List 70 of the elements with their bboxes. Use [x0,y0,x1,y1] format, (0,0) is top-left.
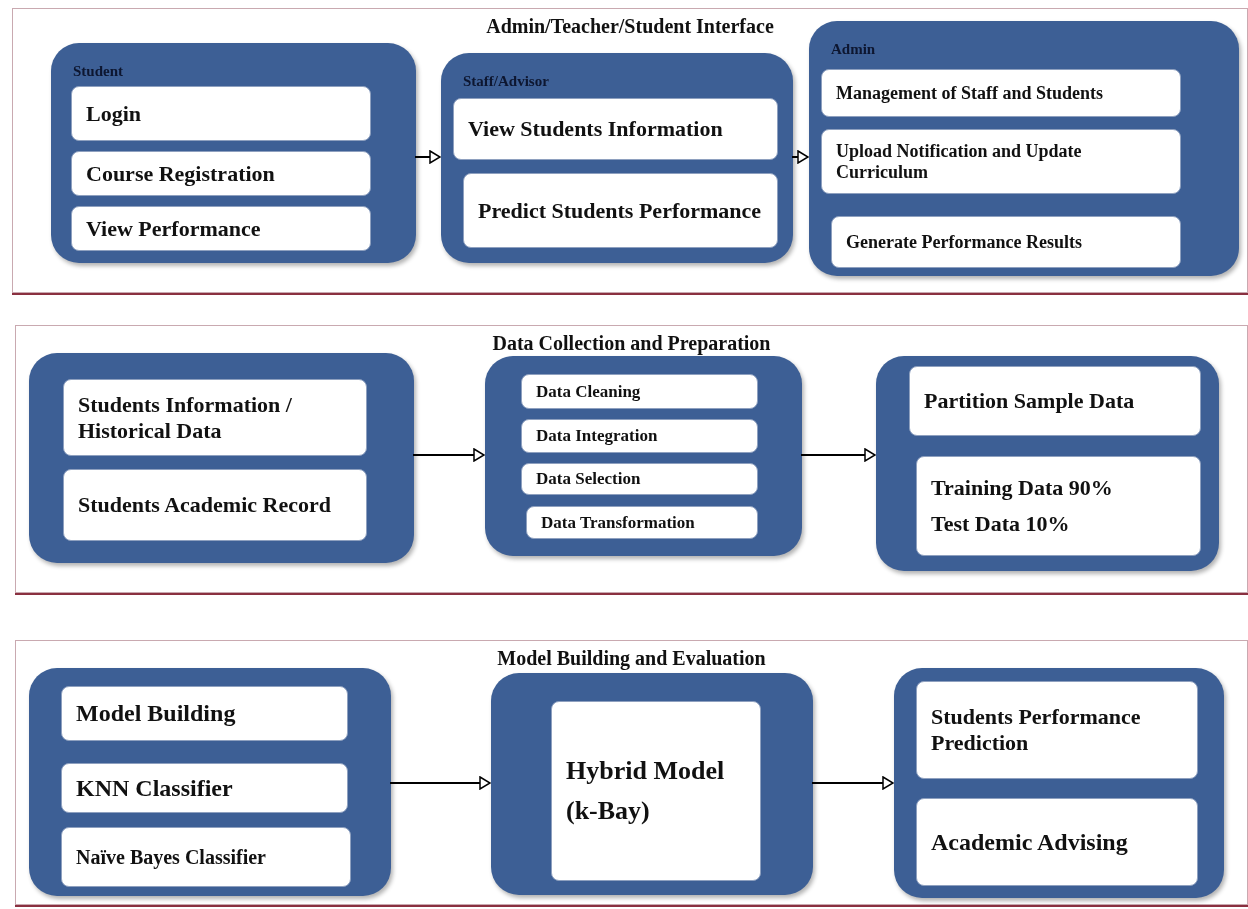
group-title: Admin [831,41,876,58]
box-text: Upload Notification and Update Curriculum [836,140,1083,183]
process-box [71,86,371,141]
arrow [412,448,485,462]
group-title: Student [73,63,124,80]
process-box [453,98,778,160]
box-text: Login [86,100,143,127]
section-panel [15,325,1248,593]
box-text: Students Information / Historical Data [78,391,293,444]
process-box [821,129,1181,194]
box-text: Students Academic Record [78,492,332,518]
box-text: Course Registration [86,160,276,187]
process-box [821,69,1181,117]
process-box [71,206,371,251]
section-panel [15,640,1248,905]
process-box [71,151,371,196]
box-text: Students Performance Prediction [931,704,1142,756]
arrow [791,150,809,164]
box-text: Academic Advising [931,828,1129,856]
group-panel [876,356,1219,571]
section-title: Admin/Teacher/Student Interface [485,15,775,38]
group-title: Staff/Advisor [463,73,549,90]
group-panel [51,43,416,263]
process-box [521,419,758,453]
process-box [831,216,1181,268]
box-text: Model Building [76,700,237,727]
process-box [63,379,367,456]
process-box [551,701,761,881]
process-box [916,456,1201,556]
process-box [526,506,758,539]
box-text: (k-Bay) [566,796,651,826]
process-box [61,763,348,813]
box-text: Naïve Bayes Classifier [76,845,267,869]
box-text: View Performance [86,215,262,242]
box-text: Test Data 10% [931,511,1071,537]
process-box [463,173,778,248]
arrow [389,776,491,790]
group-panel [894,668,1224,898]
group-panel [485,356,802,556]
section-title: Data Collection and Preparation [491,332,772,355]
box-text: Data Transformation [541,512,696,533]
box-text: View Students Information [468,116,724,142]
section-panel [12,8,1248,293]
box-text: Generate Performance Results [846,231,1083,253]
box-text: Data Selection [536,469,642,489]
process-box [61,686,348,741]
process-box [916,798,1198,886]
group-panel [29,668,391,896]
process-box [916,681,1198,779]
box-text: Data Integration [536,426,659,446]
box-text: Hybrid Model [566,756,726,786]
box-text: Partition Sample Data [924,388,1136,414]
process-box [521,463,758,495]
process-box [521,374,758,409]
arrow [414,150,441,164]
process-box [61,827,351,887]
box-text: Management of Staff and Students [836,82,1104,104]
box-text: Data Cleaning [536,381,642,402]
group-panel [441,53,793,263]
box-text: Training Data 90% [931,475,1114,501]
process-box [909,366,1201,436]
arrow [811,776,894,790]
group-panel [809,21,1239,276]
process-box [63,469,367,541]
box-text: KNN Classifier [76,774,234,802]
arrow [800,448,876,462]
box-text: Predict Students Performance [478,197,763,224]
section-title: Model Building and Evaluation [496,647,767,670]
group-panel [29,353,414,563]
group-panel [491,673,813,895]
